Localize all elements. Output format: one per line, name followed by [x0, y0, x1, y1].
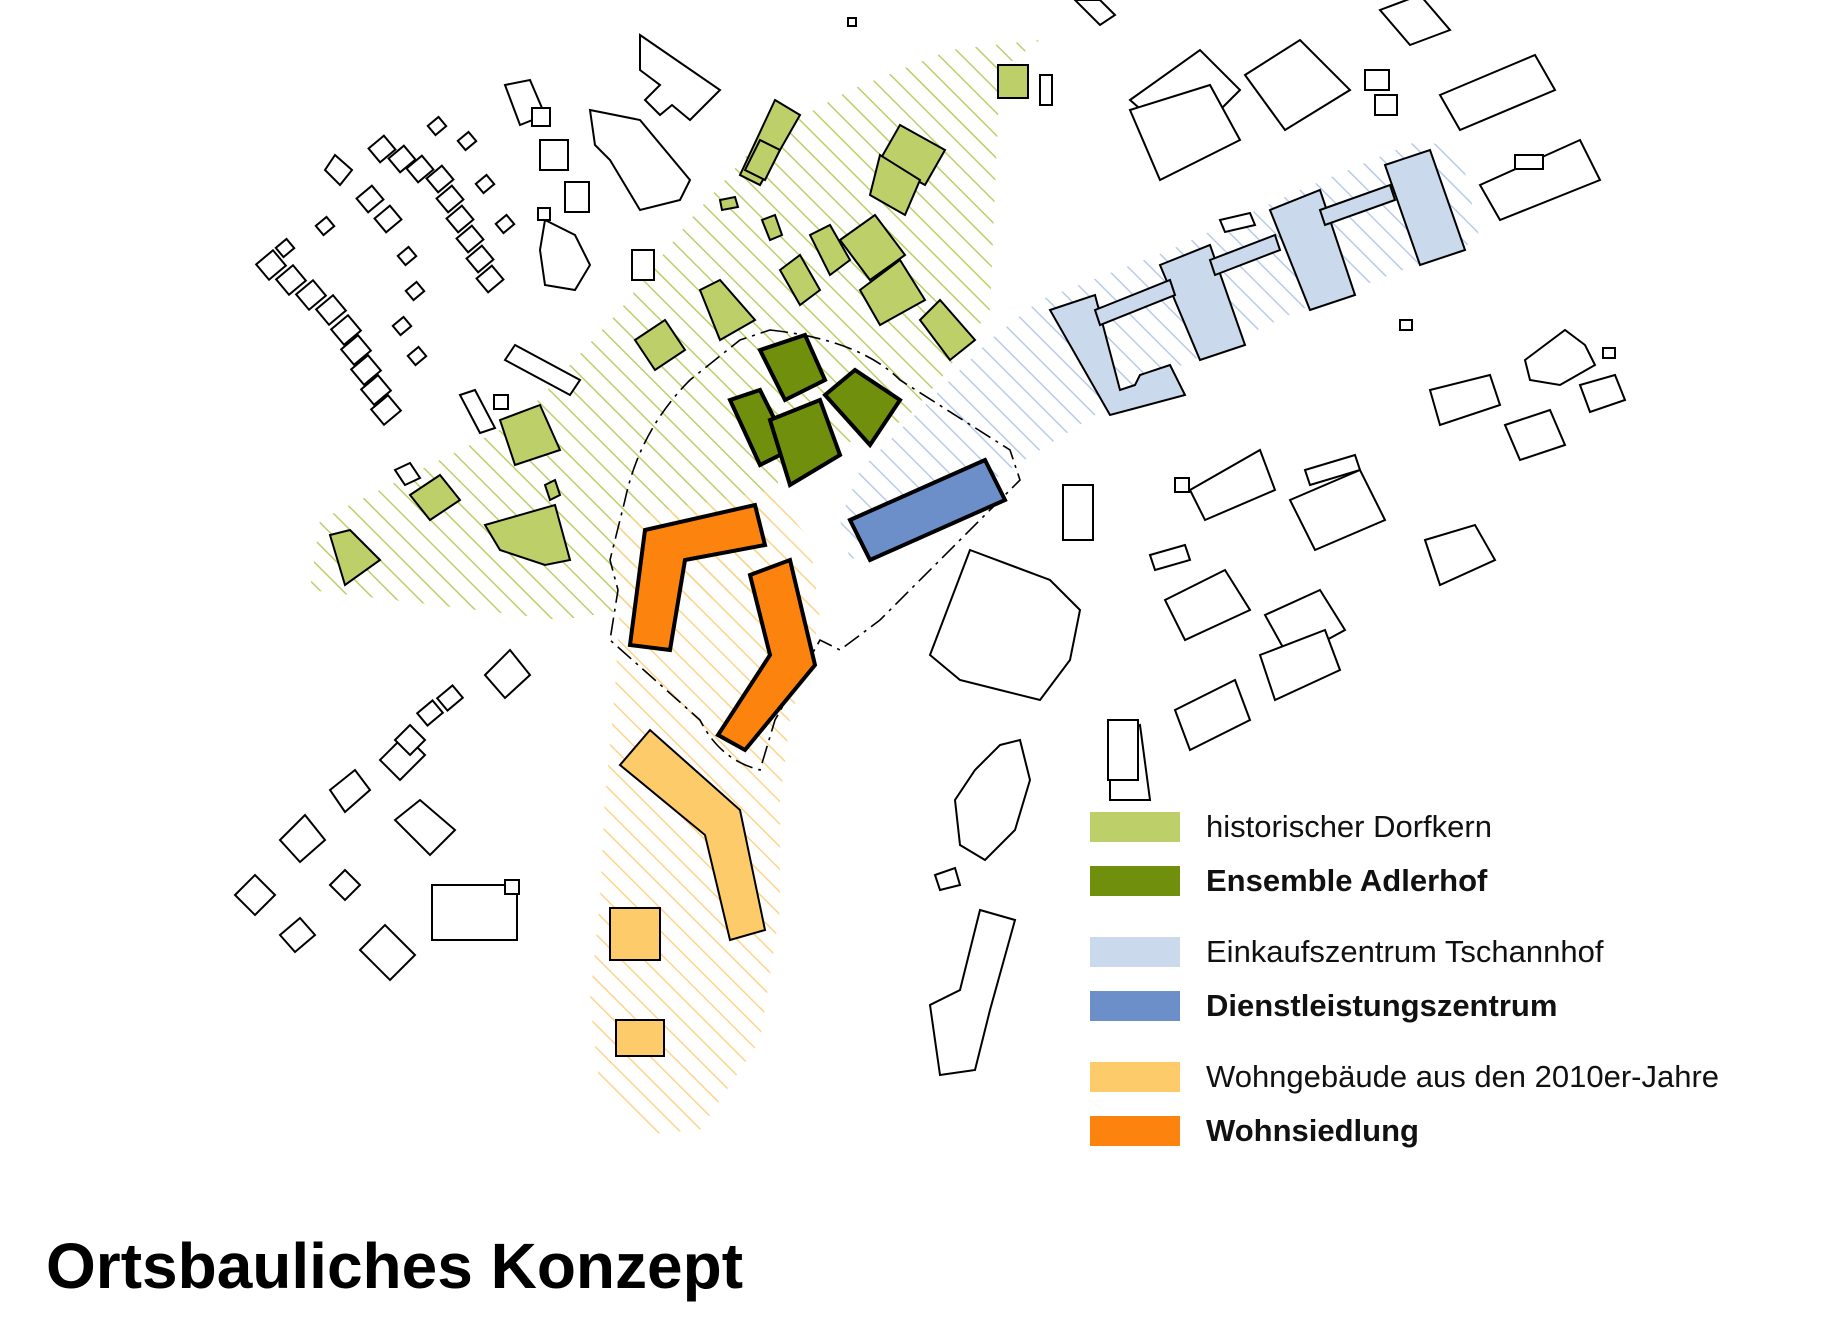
housing-2010s-buildings — [609, 728, 767, 1057]
legend-label-service: Dienstleistungszentrum — [1206, 988, 1558, 1023]
legend-swatch-shopping — [1090, 937, 1180, 967]
shopping-centre-buildings — [1048, 148, 1467, 417]
existing-buildings — [233, 0, 1627, 1077]
legend-item-housing-2010s: Wohngebäude aus den 2010er-Jahre — [1090, 1059, 1810, 1094]
legend-swatch-housing-2010s — [1090, 1062, 1180, 1092]
zone-historic-hatch — [310, 40, 1040, 620]
legend-item-ensemble: Ensemble Adlerhof — [1090, 863, 1810, 898]
page-title: Ortsbauliches Konzept — [46, 1230, 743, 1302]
legend-swatch-historic — [1090, 812, 1180, 842]
legend-item-service: Dienstleistungszentrum — [1090, 988, 1810, 1023]
legend-label-historic: historischer Dorfkern — [1206, 809, 1492, 844]
legend-swatch-wohnsiedlung — [1090, 1116, 1180, 1146]
historic-core-buildings — [328, 64, 1053, 587]
legend-swatch-ensemble — [1090, 866, 1180, 896]
legend-item-historic: historischer Dorfkern — [1090, 809, 1810, 844]
legend-item-wohnsiedlung: Wohnsiedlung — [1090, 1113, 1810, 1148]
service-centre-building — [847, 457, 1008, 563]
wohnsiedlung-buildings — [627, 502, 818, 753]
ensemble-adlerhof-buildings — [727, 332, 903, 489]
legend-label-wohnsiedlung: Wohnsiedlung — [1206, 1113, 1419, 1148]
legend-item-shopping: Einkaufszentrum Tschannhof — [1090, 934, 1810, 969]
legend-label-housing-2010s: Wohngebäude aus den 2010er-Jahre — [1206, 1059, 1720, 1094]
legend-label-ensemble: Ensemble Adlerhof — [1206, 863, 1488, 898]
legend-label-shopping: Einkaufszentrum Tschannhof — [1206, 934, 1604, 969]
project-boundary — [609, 329, 1021, 771]
legend-swatch-service — [1090, 991, 1180, 1021]
